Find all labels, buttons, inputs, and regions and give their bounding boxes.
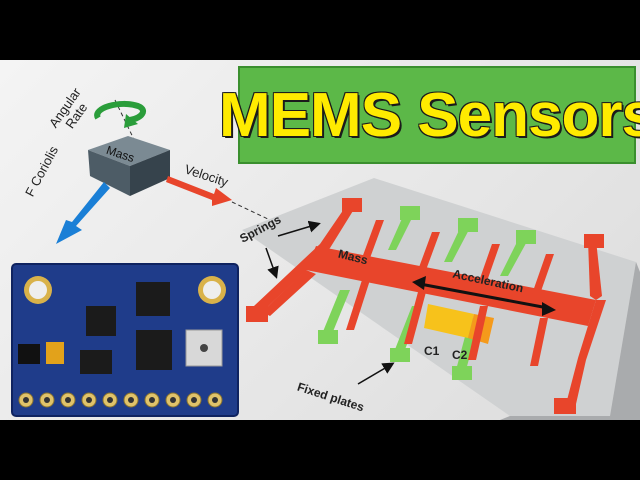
mount-hole-right-inner	[203, 281, 221, 299]
header-pin-hole	[191, 397, 197, 403]
electrode-top-3	[478, 244, 500, 284]
electrode-bottom-2	[404, 292, 426, 344]
electrode-bottom-3	[468, 306, 488, 360]
acceleration-arrowhead-right	[542, 302, 556, 316]
sensor-board	[11, 263, 239, 417]
electrode-top-4	[532, 254, 554, 294]
anchor-green-6	[452, 366, 472, 380]
fixed-plates-pointer	[357, 362, 395, 385]
anchor-green-2	[458, 218, 478, 232]
springs-pointer-1	[277, 220, 321, 237]
mass-cube-left	[88, 150, 130, 196]
capacitor-tantalum	[46, 342, 64, 364]
proof-mass-group	[246, 198, 606, 414]
acceleration-arrowhead-left	[412, 276, 426, 290]
header-pin-hole	[128, 397, 134, 403]
electrode-bottom-1	[346, 280, 370, 330]
anchor-red-3	[246, 306, 268, 322]
anchor-green-3	[516, 230, 536, 244]
header-pin-hole	[86, 397, 92, 403]
springs-pointer-2	[265, 247, 279, 279]
spring-left-top	[254, 206, 356, 312]
pressure-port	[200, 344, 208, 352]
anchor-red-4	[554, 398, 576, 414]
rotation-arrowhead-icon	[124, 114, 138, 128]
velocity-arrow-icon	[166, 176, 232, 206]
title-banner: MEMS Sensors	[219, 66, 640, 164]
transistor	[18, 344, 40, 364]
anchor-green-1	[400, 206, 420, 220]
chip-accel	[136, 282, 170, 316]
header-pins	[18, 392, 223, 408]
illustration-art	[11, 99, 640, 420]
capacitor-c1	[424, 304, 474, 338]
c1-label: C1	[424, 344, 440, 358]
header-pin-hole	[65, 397, 71, 403]
fixed-plate-bottom-1	[322, 290, 350, 334]
mass-cube-top	[88, 136, 170, 166]
spring-right-top	[588, 240, 602, 300]
chip-gyro	[86, 306, 116, 336]
pcb-board	[11, 263, 239, 417]
fixed-plate-top-3	[500, 236, 530, 276]
fixed-plate-top-2	[444, 224, 472, 262]
chip-regulator	[80, 350, 112, 374]
header-pin-hole	[107, 397, 113, 403]
acceleration-arrow-icon	[419, 282, 549, 310]
electrode-top-2	[418, 232, 440, 270]
gyro-diagram	[56, 99, 271, 244]
fixed-plates-group	[318, 206, 536, 380]
rotation-arrow-icon	[94, 100, 146, 123]
coriolis-arrow-icon	[56, 182, 110, 244]
anchor-green-5	[390, 348, 410, 362]
mount-hole-left-inner	[29, 281, 47, 299]
electrode-top-1	[362, 220, 384, 258]
header-pin-hole	[149, 397, 155, 403]
anchor-red-1	[342, 198, 362, 212]
page-title: MEMS Sensors	[219, 80, 640, 150]
electrode-bottom-4	[530, 318, 548, 366]
chip-mag	[136, 330, 172, 370]
substrate-edge	[500, 262, 640, 420]
spring-right-bottom	[566, 300, 606, 404]
anchor-red-2	[584, 234, 604, 248]
accel-diagram	[242, 178, 640, 420]
anchor-green-4	[318, 330, 338, 344]
header-pin-hole	[212, 397, 218, 403]
mass-cube-right	[130, 150, 170, 196]
fixed-plate-top-1	[388, 214, 414, 250]
proof-mass-beam	[306, 246, 596, 326]
velocity-dashed-line	[231, 201, 271, 221]
c2-label: C2	[452, 348, 468, 362]
spring-left-bottom	[262, 270, 316, 316]
header-pin-hole	[170, 397, 176, 403]
header-pin-hole	[44, 397, 50, 403]
header-pin-hole	[23, 397, 29, 403]
